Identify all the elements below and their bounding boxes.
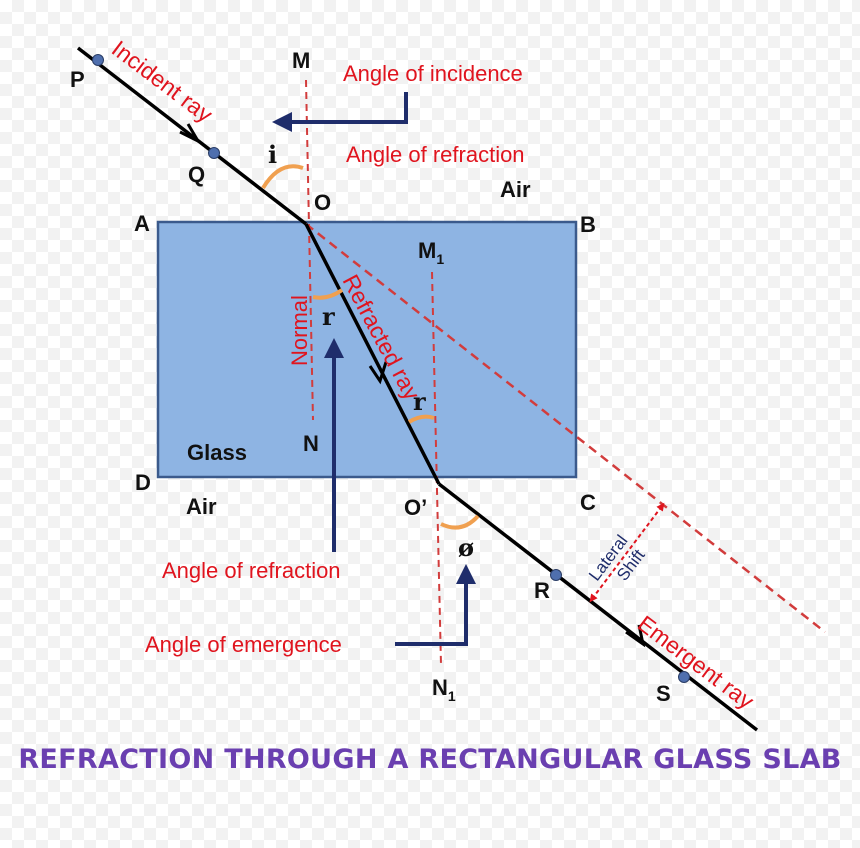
extended-incident-ray xyxy=(305,223,826,633)
label-O: O xyxy=(314,190,331,215)
text-angle-emergence: Angle of emergence xyxy=(145,632,342,657)
emergent-ray-arrowhead xyxy=(625,624,646,648)
point-P-dot xyxy=(92,54,104,66)
label-C: C xyxy=(580,490,596,515)
angle-emergence-pointer xyxy=(395,564,476,646)
label-Q: Q xyxy=(188,162,205,187)
label-M: M xyxy=(292,48,310,73)
label-M1: M1 xyxy=(418,238,444,267)
angle-r-arc-bottom xyxy=(407,414,435,424)
angle-r-symbol-top: r xyxy=(322,302,335,331)
angle-r-symbol-bottom: r xyxy=(413,387,426,416)
label-P: P xyxy=(70,67,85,92)
text-normal: Normal xyxy=(287,295,312,366)
angle-i-symbol: i xyxy=(268,140,277,169)
label-air-top: Air xyxy=(500,177,531,202)
text-angle-refraction-top: Angle of refraction xyxy=(346,142,525,167)
incident-ray-arrowhead xyxy=(179,123,202,145)
angle-r-arc-top xyxy=(312,288,344,300)
refracted-ray xyxy=(304,223,441,485)
label-D: D xyxy=(135,470,151,495)
angle-emergence-arc xyxy=(440,514,480,530)
label-B: B xyxy=(580,212,596,237)
point-Q-dot xyxy=(208,147,220,159)
label-N1: N1 xyxy=(432,675,456,704)
text-angle-refraction-bottom: Angle of refraction xyxy=(162,558,341,583)
angle-incidence-pointer xyxy=(272,92,408,132)
text-angle-incidence: Angle of incidence xyxy=(343,61,523,86)
incident-ray xyxy=(76,46,308,226)
label-A: A xyxy=(134,211,150,236)
diagram-title: REFRACTION THROUGH A RECTANGULAR GLASS S… xyxy=(18,744,842,775)
angle-i-arc xyxy=(261,164,304,190)
label-air-bottom: Air xyxy=(186,494,217,519)
normal-line-M1N1 xyxy=(431,271,442,666)
angle-emergence-symbol: ø xyxy=(458,533,474,562)
text-emergent-ray: Emergent ray xyxy=(633,610,759,714)
point-R-dot xyxy=(550,569,562,581)
label-R: R xyxy=(534,578,550,603)
refracted-ray-arrowhead xyxy=(368,361,388,385)
label-glass: Glass xyxy=(187,440,247,465)
lateral-shift-arrow xyxy=(589,502,665,603)
point-S-dot xyxy=(678,671,690,683)
normal-line-MN xyxy=(305,79,314,421)
emergent-ray xyxy=(437,482,759,732)
label-S: S xyxy=(656,681,671,706)
glass-slab xyxy=(156,220,578,479)
label-N: N xyxy=(303,431,319,456)
label-O-prime: O’ xyxy=(404,495,427,520)
